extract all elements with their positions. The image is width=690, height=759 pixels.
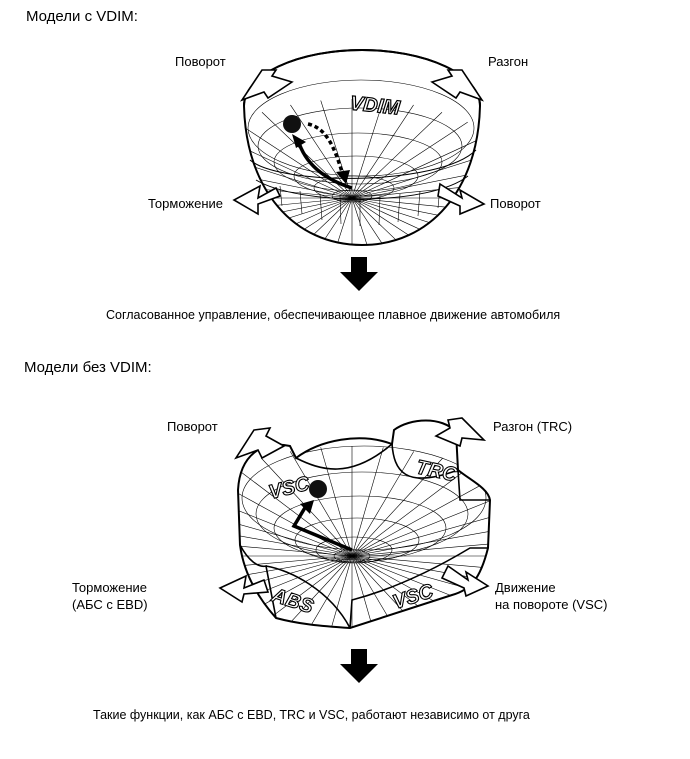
arrow-braking-abs-icon — [218, 574, 270, 604]
force-arrows-bottom — [218, 417, 490, 604]
arrow-turn-left-icon — [239, 69, 294, 102]
label-braking-abs-line2: (АБС с EBD) — [72, 597, 148, 612]
vdim-bowl-label: VDIM — [349, 92, 402, 119]
arrow-accel-trc-icon — [434, 417, 487, 448]
arrow-braking-icon — [232, 184, 282, 216]
vehicle-ball-icon-2 — [309, 480, 327, 498]
label-braking-abs-line1: Торможение — [72, 580, 148, 595]
label-braking: Торможение — [148, 196, 224, 211]
arrow-cornering-vsc-icon — [440, 564, 490, 598]
non-vdim-bowl: VSC TRC ABS VSC — [236, 419, 492, 630]
arrow-turn-icon — [234, 427, 286, 460]
arrow-turn-right-icon — [437, 182, 486, 216]
arrow-accel-icon — [430, 69, 485, 102]
vdim-bowl: VDIM — [242, 49, 482, 247]
force-arrows-top — [232, 69, 486, 216]
down-arrow-top-icon — [340, 257, 378, 291]
label-turn-left: Поворот — [175, 54, 226, 69]
label-acceleration: Разгон — [488, 54, 529, 69]
vehicle-ball-icon — [283, 115, 301, 133]
down-arrow-bottom-icon — [340, 649, 378, 683]
label-turn-right: Поворот — [490, 196, 541, 211]
angled-motion-arrow-icon — [291, 505, 353, 552]
label-cornering-line1: Движение — [495, 580, 556, 595]
non-vdim-section-title: Модели без VDIM: — [24, 359, 152, 376]
label-turn: Поворот — [167, 419, 218, 434]
non-vdim-caption: Такие функции, как АБС с EBD, TRC и VSC,… — [93, 708, 530, 722]
vdim-caption: Согласованное управление, обеспечивающее… — [106, 308, 561, 322]
vdim-section-title: Модели с VDIM: — [26, 8, 138, 25]
label-cornering-line2: на повороте (VSC) — [495, 597, 608, 612]
label-acceleration-trc: Разгон (TRC) — [493, 419, 573, 434]
